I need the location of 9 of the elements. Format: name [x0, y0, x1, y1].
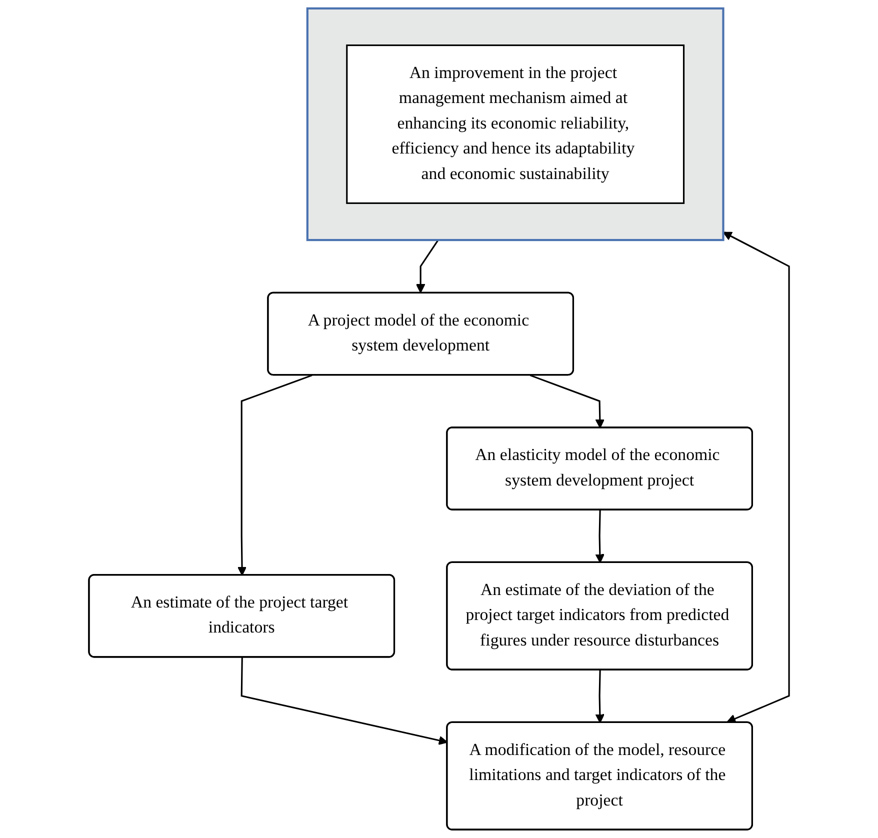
arrow — [595, 510, 605, 564]
arrow — [595, 670, 605, 724]
node-box: An improvement in the project management mechanism aimed at enhancing its economic reliability, efficiency and hence its adaptability and economic sustainability — [346, 44, 685, 204]
cluster — [306, 7, 724, 242]
arrow — [416, 240, 439, 294]
arrow — [530, 374, 605, 428]
arrow — [722, 232, 790, 724]
arrow — [240, 657, 448, 745]
arrow — [237, 374, 312, 576]
